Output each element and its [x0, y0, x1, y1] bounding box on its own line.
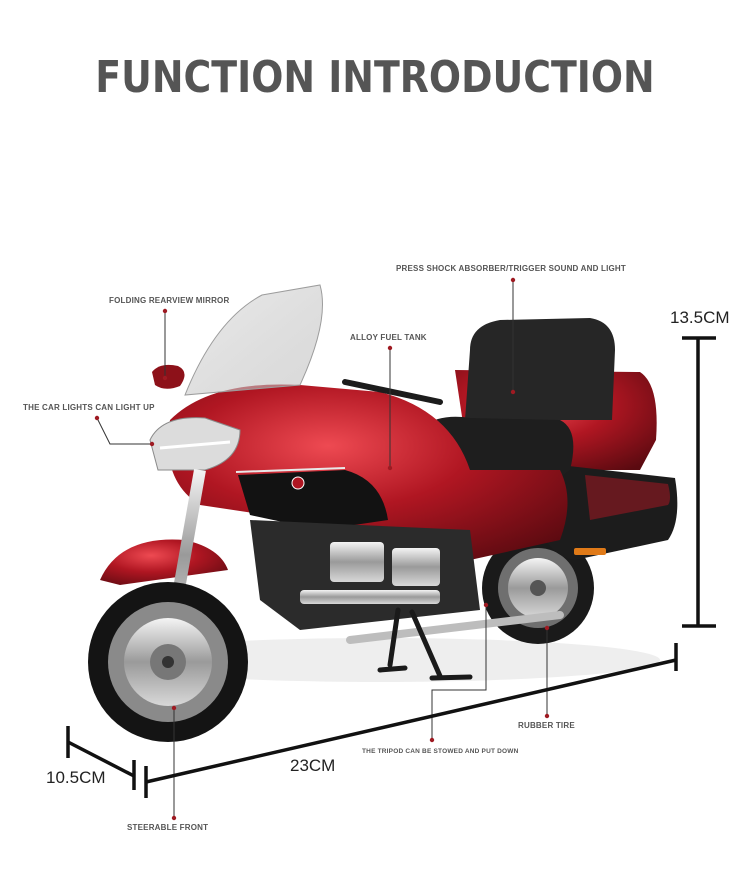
height-dimension-label: 13.5CM — [670, 308, 730, 327]
callout-car-lights: THE CAR LIGHTS CAN LIGHT UP — [23, 403, 155, 412]
dimension-lines — [66, 336, 716, 798]
callout-tripod: THE TRIPOD CAN BE STOWED AND PUT DOWN — [362, 748, 519, 755]
length-dimension-label: 23CM — [290, 756, 336, 775]
kickstand — [377, 607, 473, 681]
handlebar — [342, 379, 443, 405]
windshield — [184, 284, 323, 396]
engine — [250, 520, 564, 644]
rear-wheel — [482, 532, 594, 644]
callout-folding-mirror: FOLDING REARVIEW MIRROR — [109, 296, 230, 305]
front-wheel — [88, 582, 248, 742]
callout-press-shock: PRESS SHOCK ABSORBER/TRIGGER SOUND AND L… — [396, 264, 626, 273]
callout-alloy-tank: ALLOY FUEL TANK — [350, 333, 427, 342]
mirror — [152, 364, 185, 389]
front-fender — [100, 539, 228, 585]
callout-dots — [94, 277, 550, 821]
callout-steerable-front: STEERABLE FRONT — [127, 823, 209, 832]
main-body — [149, 384, 568, 560]
width-dimension-label: 10.5CM — [46, 768, 106, 787]
callout-rubber-tire: RUBBER TIRE — [518, 721, 575, 730]
page-title: FUNCTION INTRODUCTION — [95, 52, 655, 103]
